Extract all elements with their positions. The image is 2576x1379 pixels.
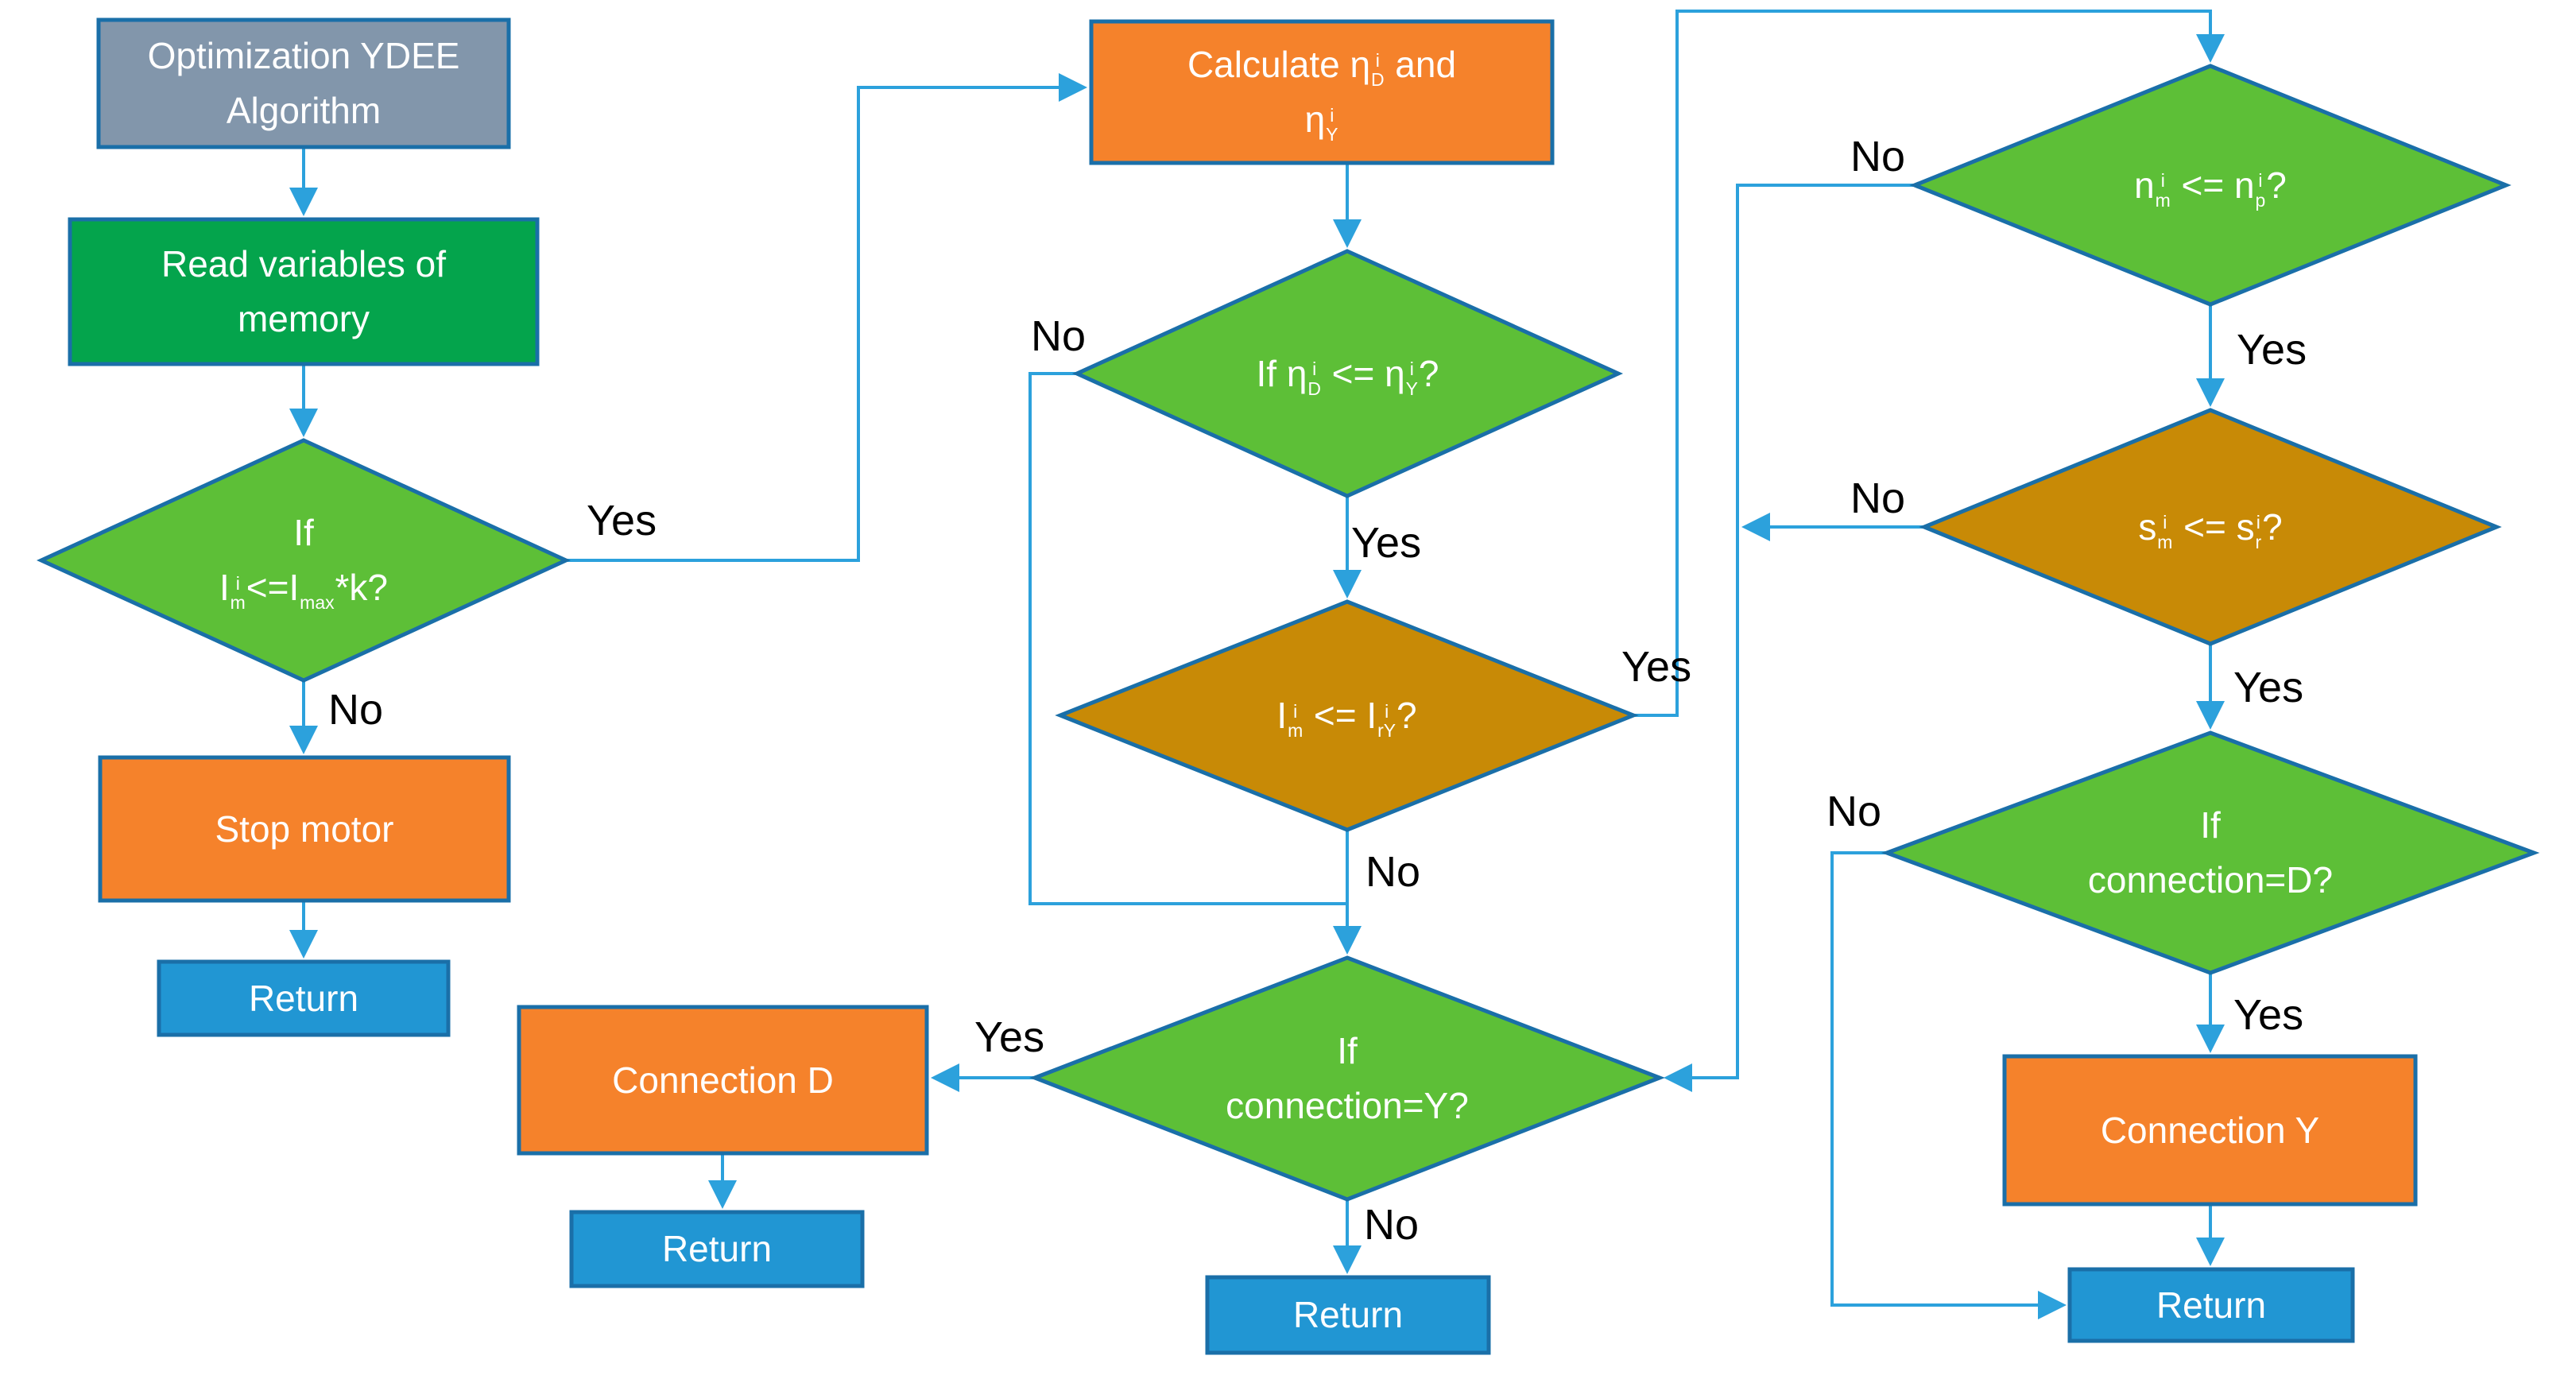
- node-connection-d-shape: [517, 1005, 929, 1156]
- node-calculate-efficiency-shape: [1089, 19, 1555, 165]
- node-return2-shape: [1205, 1275, 1491, 1355]
- node-decision-speed-shape: [1909, 64, 2512, 307]
- node-read-memory-shape: [68, 217, 540, 366]
- node-decision-slip-shape: [1919, 408, 2502, 646]
- node-decision-current-limit-shape: [36, 438, 571, 683]
- edge-d1-yes-to-calc: [566, 73, 1087, 562]
- node-decision-connection-y-shape: [1029, 955, 1665, 1202]
- node-start-shape: [96, 17, 511, 149]
- edge-d3-yes-to-d5: [1633, 10, 2225, 717]
- node-connection-y-shape: [2002, 1054, 2418, 1207]
- node-stop-motor-shape: [98, 755, 511, 903]
- node-decision-efficiency-shape: [1071, 249, 1624, 498]
- edge-d5-no-to-d4: [1664, 184, 1915, 1092]
- node-return3-shape: [569, 1210, 865, 1288]
- node-return4-shape: [2067, 1267, 2355, 1343]
- edge-d2-no-merge: [1028, 372, 1347, 905]
- node-decision-current-ry-shape: [1055, 599, 1639, 832]
- node-return1-shape: [157, 959, 451, 1037]
- edge-d7-no-to-return4: [1830, 851, 2067, 1319]
- node-decision-connection-d-shape: [1881, 730, 2540, 975]
